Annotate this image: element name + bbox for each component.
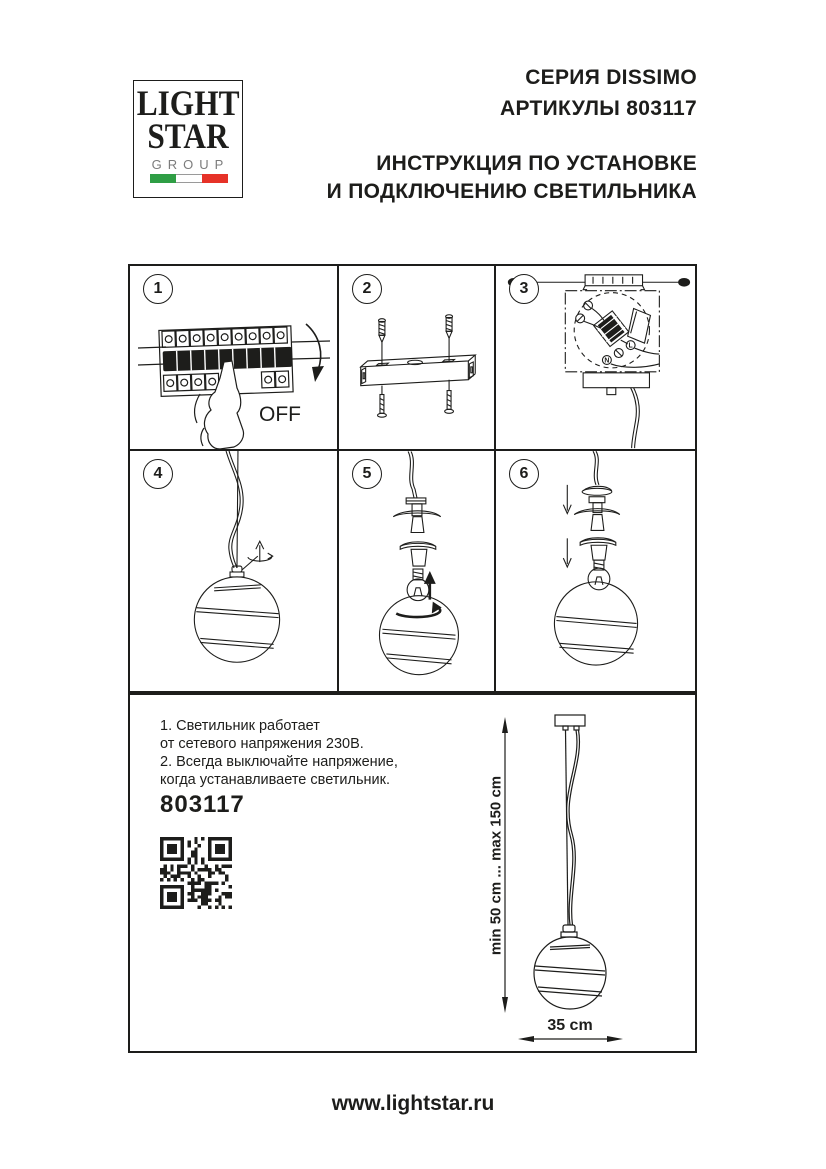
logo-word-light: LIGHT	[136, 84, 240, 124]
pointing-hand-icon	[203, 360, 245, 449]
note-line: 2. Всегда выключайте напряжение,	[160, 754, 398, 770]
assemble-shade-drawing	[553, 451, 639, 666]
website-url: www.lightstar.ru	[331, 1092, 495, 1115]
wall-anchor-icon	[445, 314, 454, 361]
qr-code	[160, 837, 232, 909]
screw-icon	[444, 379, 455, 414]
height-range-label: min 50 cm ... max 150 cm	[487, 775, 505, 956]
note-line: от сетевого напряжения 230В.	[160, 736, 364, 752]
series-label: СЕРИЯ DISSIMO	[525, 66, 697, 89]
step-3-number: 3	[509, 274, 539, 304]
step-2-number: 2	[352, 274, 382, 304]
instruction-title-line2: И ПОДКЛЮЧЕНИЮ СВЕТИЛЬНИКА	[326, 180, 697, 203]
bulb-icon	[587, 559, 611, 591]
step-6-number: 6	[509, 459, 539, 489]
step-5-cell: 5	[337, 449, 494, 691]
terminal-l-label: L	[629, 343, 634, 350]
step-4-cell: 4	[130, 449, 337, 691]
header: СЕРИЯ DISSIMO АРТИКУЛЫ 803117 ИНСТРУКЦИЯ…	[327, 62, 697, 206]
down-arrow-icon	[562, 484, 572, 515]
step-3-cell: 3	[494, 266, 695, 449]
logo-word-group: GROUP	[151, 157, 230, 172]
lightstar-logo: LIGHT STAR GROUP	[133, 80, 243, 198]
screw-icon	[642, 277, 691, 287]
height-dimension	[502, 717, 508, 1013]
logo-word-star: STAR	[147, 117, 229, 157]
safety-notes: 1. Светильник работает от сетевого напря…	[160, 717, 398, 789]
articles-label: АРТИКУЛЫ 803117	[500, 97, 697, 120]
wall-anchor-icon	[377, 318, 386, 365]
mounting-bracket-drawing	[359, 314, 477, 418]
rotate-icon	[241, 540, 274, 571]
terminal-n-label: N	[604, 357, 609, 364]
article-number: 803117	[160, 791, 245, 818]
step-1-number: 1	[143, 274, 173, 304]
step-5-number: 5	[352, 459, 382, 489]
dimension-drawing	[502, 714, 623, 1042]
ceiling-wiring-drawing: L N	[507, 274, 691, 449]
hang-globe-drawing	[193, 451, 281, 663]
italian-flag-icon	[150, 174, 228, 183]
off-label: OFF	[259, 403, 301, 426]
step-1-cell: 1	[130, 266, 337, 449]
step-2-cell: 2	[337, 266, 494, 449]
note-line: 1. Светильник работает	[160, 718, 320, 734]
step-6-cell: 6	[494, 449, 695, 691]
diameter-label: 35 cm	[547, 1017, 593, 1034]
bulb-icon	[406, 568, 430, 602]
circuit-breaker-off-drawing: OFF	[137, 323, 331, 449]
insert-bulb-drawing	[378, 451, 460, 676]
down-arrow-icon	[562, 538, 572, 569]
step-4-number: 4	[143, 459, 173, 489]
screw-icon	[376, 385, 387, 418]
info-panel: 1. Светильник работает от сетевого напря…	[128, 693, 697, 1053]
note-line: когда устанавливаете светильник.	[160, 772, 391, 788]
steps-grid: 1	[128, 264, 697, 693]
instruction-title-line1: ИНСТРУКЦИЯ ПО УСТАНОВКЕ	[376, 152, 697, 175]
width-dimension	[518, 1036, 623, 1042]
